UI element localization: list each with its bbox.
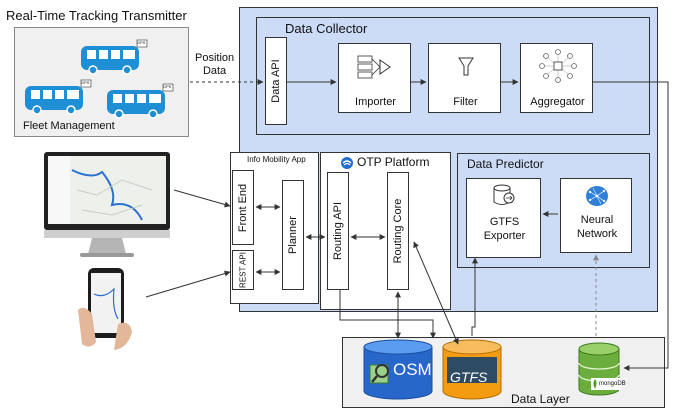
aggregator-icon <box>539 49 577 83</box>
mongodb-label: mongoDB <box>599 381 626 387</box>
data-api-box: Data API <box>265 37 287 125</box>
neural-network-box: Neural Network <box>560 178 632 253</box>
routing-core-box: Routing Core <box>387 172 409 290</box>
smartphone-icon <box>78 268 132 350</box>
osm-label: OSM <box>393 360 432 379</box>
fleet-panel: GPS GPS GPS Fleet Management <box>14 27 189 137</box>
rest-api-box: REST API <box>232 250 254 290</box>
otp-logo-icon <box>341 157 353 169</box>
bus-icon <box>81 39 148 75</box>
transmitter-title: Real-Time Tracking Transmitter <box>6 8 187 23</box>
data-predictor-title: Data Predictor <box>467 157 544 171</box>
gps-badge: GPS <box>163 84 172 89</box>
data-collector-title: Data Collector <box>285 21 368 36</box>
importer-label: Importer <box>355 96 396 108</box>
exporter-icon <box>493 184 515 205</box>
gtfs-label: GTFS <box>450 369 488 385</box>
neural-network-label: Neural Network <box>576 214 618 240</box>
gtfs-exporter-label: GTFS Exporter <box>483 216 526 242</box>
gps-badge: GPS <box>81 80 90 85</box>
front-end-box: Front End <box>232 170 254 245</box>
aggregator-label: Aggregator <box>530 96 585 108</box>
importer-icon <box>357 55 391 79</box>
planner-box: Planner <box>282 180 304 290</box>
bus-icon <box>25 79 92 115</box>
gps-badge: GPS <box>137 40 146 45</box>
data-layer-title: Data Layer <box>511 392 570 406</box>
position-data-label: Position Data <box>195 52 235 77</box>
filter-label: Filter <box>453 96 478 108</box>
otp-platform-title: OTP Platform <box>357 155 430 169</box>
filter-icon <box>458 57 474 76</box>
importer-box: Importer <box>338 43 411 113</box>
gtfs-exporter-box: GTFS Exporter <box>466 178 541 258</box>
aggregator-box: Aggregator <box>520 43 593 113</box>
bus-icons <box>25 39 174 119</box>
bus-icon <box>107 83 174 119</box>
filter-box: Filter <box>428 43 501 113</box>
info-mobility-title: Info Mobility App <box>247 155 306 164</box>
fleet-label: Fleet Management <box>23 120 115 132</box>
osm-database-icon <box>363 339 433 400</box>
routing-api-box: Routing API <box>327 172 349 290</box>
desktop-monitor-icon <box>44 152 170 257</box>
mongodb-database-icon <box>578 342 621 396</box>
neural-network-icon <box>586 186 608 206</box>
